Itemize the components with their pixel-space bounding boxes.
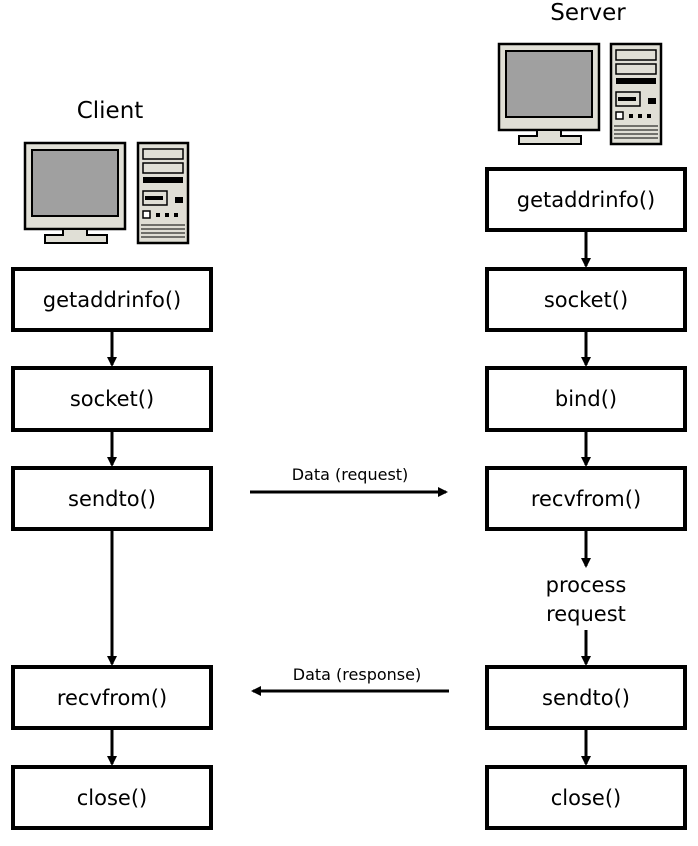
- server-getaddrinfo-label: getaddrinfo(): [517, 188, 655, 212]
- request-message-label: Data (request): [292, 465, 409, 484]
- server-bind-box: bind(): [485, 366, 687, 432]
- client-getaddrinfo-label: getaddrinfo(): [43, 288, 181, 312]
- client-close-label: close(): [77, 786, 147, 810]
- client-sendto-label: sendto(): [68, 487, 156, 511]
- server-close-box: close(): [485, 765, 687, 830]
- server-title: Server: [550, 0, 626, 26]
- server-sendto-box: sendto(): [485, 665, 687, 730]
- server-computer-icon: [497, 42, 663, 146]
- client-close-box: close(): [11, 765, 213, 830]
- server-socket-label: socket(): [544, 288, 628, 312]
- client-recvfrom-box: recvfrom(): [11, 665, 213, 730]
- server-close-label: close(): [551, 786, 621, 810]
- server-sendto-label: sendto(): [542, 686, 630, 710]
- client-title: Client: [77, 98, 144, 124]
- server-process-label-line1: process: [546, 573, 627, 597]
- server-getaddrinfo-box: getaddrinfo(): [485, 167, 687, 232]
- server-recvfrom-label: recvfrom(): [531, 487, 641, 511]
- response-message-label: Data (response): [293, 665, 421, 684]
- client-socket-box: socket(): [11, 366, 213, 432]
- server-process-label-line2: request: [546, 602, 626, 626]
- client-recvfrom-label: recvfrom(): [57, 686, 167, 710]
- server-socket-box: socket(): [485, 267, 687, 332]
- client-socket-label: socket(): [70, 387, 154, 411]
- client-sendto-box: sendto(): [11, 466, 213, 531]
- server-bind-label: bind(): [555, 387, 617, 411]
- server-recvfrom-box: recvfrom(): [485, 466, 687, 531]
- client-computer-icon: [23, 141, 190, 245]
- client-getaddrinfo-box: getaddrinfo(): [11, 267, 213, 332]
